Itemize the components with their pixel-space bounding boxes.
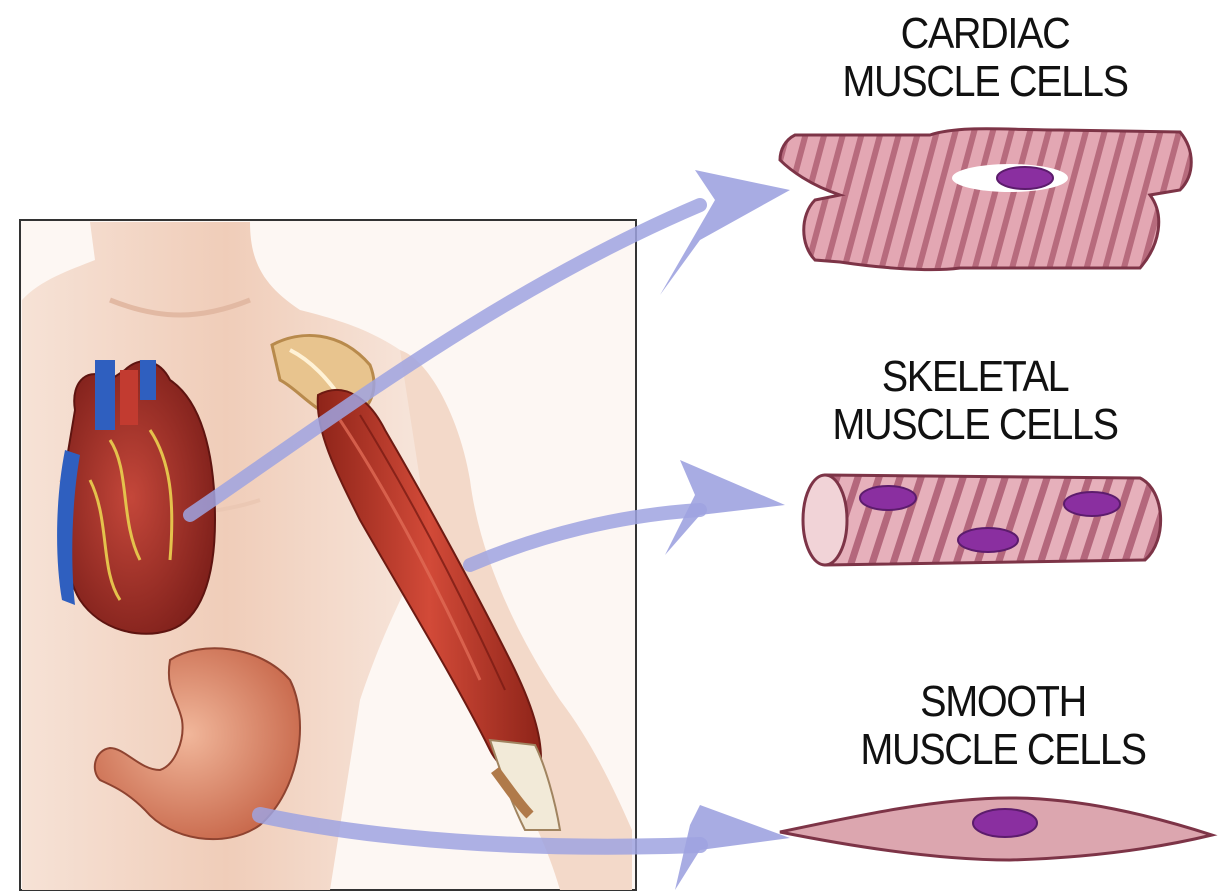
cardiac-label-line1: CARDIAC	[819, 10, 1152, 58]
smooth-muscle-cell	[780, 798, 1212, 860]
skeletal-muscle-cells-label: SKELETAL MUSCLE CELLS	[809, 353, 1142, 449]
smooth-label-line2: MUSCLE CELLS	[837, 726, 1170, 774]
smooth-muscle-cells-label: SMOOTH MUSCLE CELLS	[837, 678, 1170, 774]
smooth-label-line1: SMOOTH	[837, 678, 1170, 726]
skeletal-label-line2: MUSCLE CELLS	[809, 401, 1142, 449]
cardiac-muscle-cells-label: CARDIAC MUSCLE CELLS	[819, 10, 1152, 106]
cardiac-muscle-cell	[780, 129, 1191, 270]
skeletal-muscle-cell	[803, 475, 1161, 565]
skeletal-label-line1: SKELETAL	[809, 353, 1142, 401]
cardiac-label-line2: MUSCLE CELLS	[819, 58, 1152, 106]
